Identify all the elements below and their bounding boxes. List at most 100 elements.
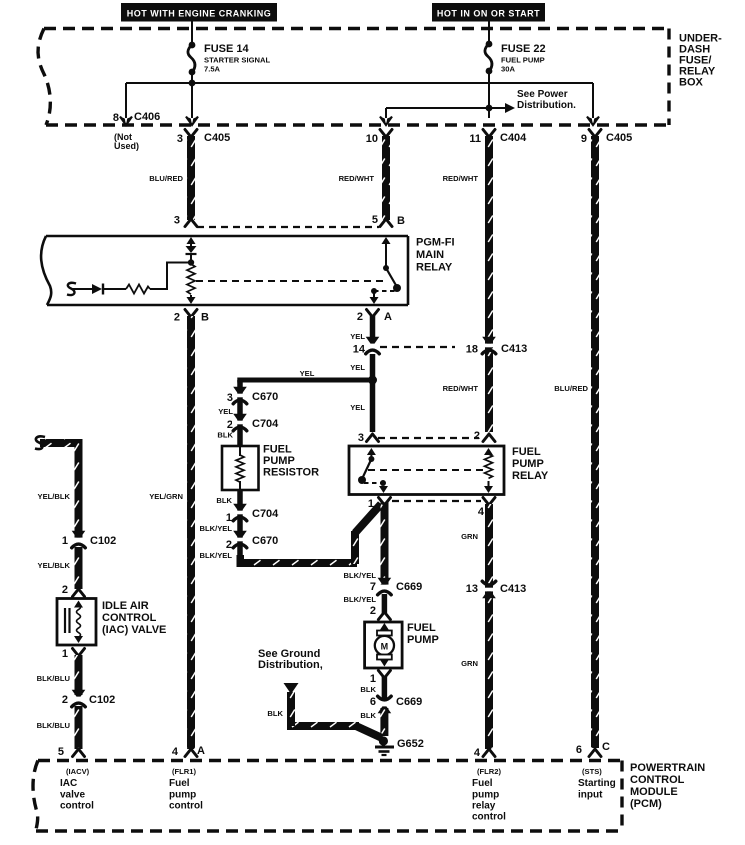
svg-text:(IAC) VALVE: (IAC) VALVE <box>102 624 166 636</box>
svg-text:1: 1 <box>368 498 374 510</box>
svg-text:C670: C670 <box>252 391 278 403</box>
svg-text:STARTER SIGNAL: STARTER SIGNAL <box>204 56 270 65</box>
svg-text:See Power: See Power <box>517 89 568 100</box>
svg-text:G652: G652 <box>397 738 424 750</box>
svg-text:pump: pump <box>472 790 499 801</box>
svg-text:BLK/YEL: BLK/YEL <box>200 551 233 560</box>
svg-text:CONTROL: CONTROL <box>102 612 157 624</box>
svg-text:7.5A: 7.5A <box>204 65 221 74</box>
svg-text:3: 3 <box>177 133 183 145</box>
svg-text:4: 4 <box>474 747 481 759</box>
svg-text:3: 3 <box>174 215 180 227</box>
svg-text:1: 1 <box>62 535 68 547</box>
svg-text:IAC: IAC <box>60 778 77 789</box>
svg-text:DASH: DASH <box>679 44 710 56</box>
svg-text:30A: 30A <box>501 65 515 74</box>
svg-text:(Not: (Not <box>114 132 132 142</box>
svg-text:CONTROL: CONTROL <box>630 774 685 786</box>
svg-text:BLK: BLK <box>360 711 376 720</box>
svg-text:C102: C102 <box>90 535 116 547</box>
svg-text:FUEL: FUEL <box>512 446 541 458</box>
svg-text:2: 2 <box>370 605 376 617</box>
svg-text:BLU/RED: BLU/RED <box>149 174 183 183</box>
svg-text:C404: C404 <box>500 132 527 144</box>
svg-text:YEL/GRN: YEL/GRN <box>149 492 183 501</box>
svg-text:C: C <box>602 741 610 753</box>
svg-text:BLK: BLK <box>216 496 232 505</box>
svg-text:RESISTOR: RESISTOR <box>263 467 319 479</box>
svg-text:Starting: Starting <box>578 778 616 789</box>
svg-text:BLK/YEL: BLK/YEL <box>200 524 233 533</box>
svg-text:YEL/BLK: YEL/BLK <box>38 561 71 570</box>
svg-text:2: 2 <box>357 311 363 323</box>
svg-text:(FLR2): (FLR2) <box>477 767 502 776</box>
svg-text:2: 2 <box>474 430 480 442</box>
svg-text:6: 6 <box>576 744 582 756</box>
svg-text:HOT WITH ENGINE CRANKING: HOT WITH ENGINE CRANKING <box>127 8 272 18</box>
svg-text:1: 1 <box>62 648 68 660</box>
svg-text:1: 1 <box>370 673 376 685</box>
svg-text:YEL: YEL <box>300 369 315 378</box>
svg-text:PUMP: PUMP <box>263 455 295 467</box>
svg-text:FUSE 14: FUSE 14 <box>204 43 250 55</box>
svg-text:C704: C704 <box>252 418 279 430</box>
svg-text:PGM-FI: PGM-FI <box>416 237 455 249</box>
svg-text:3: 3 <box>358 432 364 444</box>
svg-text:BLK/YEL: BLK/YEL <box>344 595 377 604</box>
svg-text:BLU/RED: BLU/RED <box>554 384 588 393</box>
svg-text:FUEL: FUEL <box>263 444 292 456</box>
svg-text:C413: C413 <box>500 583 526 595</box>
svg-text:FUEL: FUEL <box>407 622 436 634</box>
svg-text:6: 6 <box>370 696 376 708</box>
svg-text:5: 5 <box>372 214 378 226</box>
svg-text:input: input <box>578 790 603 801</box>
svg-text:M: M <box>381 642 389 652</box>
svg-text:C413: C413 <box>501 343 527 355</box>
svg-text:BLK: BLK <box>217 431 233 440</box>
svg-text:18: 18 <box>466 344 478 356</box>
svg-text:YEL: YEL <box>350 363 365 372</box>
svg-text:A: A <box>384 311 392 323</box>
svg-text:UNDER-: UNDER- <box>679 33 722 45</box>
svg-text:See Ground: See Ground <box>258 648 320 660</box>
svg-text:HOT IN ON OR START: HOT IN ON OR START <box>437 8 540 18</box>
svg-text:2: 2 <box>227 419 233 431</box>
svg-text:control: control <box>169 801 203 812</box>
svg-text:RELAY: RELAY <box>512 470 549 482</box>
svg-text:Used): Used) <box>114 141 139 151</box>
svg-text:3: 3 <box>227 392 233 404</box>
svg-text:2: 2 <box>226 539 232 551</box>
svg-text:MODULE: MODULE <box>630 786 678 798</box>
svg-text:4: 4 <box>172 746 179 758</box>
svg-text:relay: relay <box>472 801 496 812</box>
svg-text:Fuel: Fuel <box>472 778 493 789</box>
svg-text:YEL/BLK: YEL/BLK <box>38 492 71 501</box>
svg-text:FUEL PUMP: FUEL PUMP <box>501 56 545 65</box>
svg-text:A: A <box>197 745 205 757</box>
svg-text:valve: valve <box>60 790 85 801</box>
svg-text:BLK/BLU: BLK/BLU <box>37 721 71 730</box>
svg-text:FUSE/: FUSE/ <box>679 55 711 67</box>
svg-text:POWERTRAIN: POWERTRAIN <box>630 762 705 774</box>
svg-text:C102: C102 <box>89 694 115 706</box>
svg-text:C669: C669 <box>396 581 422 593</box>
svg-text:BOX: BOX <box>679 77 704 89</box>
svg-text:MAIN: MAIN <box>416 249 444 261</box>
svg-text:5: 5 <box>58 746 64 758</box>
svg-text:YEL: YEL <box>350 403 365 412</box>
svg-text:RELAY: RELAY <box>679 66 716 78</box>
svg-text:YEL: YEL <box>218 407 233 416</box>
svg-text:pump: pump <box>169 790 196 801</box>
svg-text:2: 2 <box>62 584 68 596</box>
svg-text:C405: C405 <box>606 132 632 144</box>
svg-text:GRN: GRN <box>461 532 478 541</box>
svg-text:2: 2 <box>62 694 68 706</box>
svg-text:C704: C704 <box>252 508 279 520</box>
svg-text:C406: C406 <box>134 111 160 123</box>
svg-text:C670: C670 <box>252 535 278 547</box>
svg-text:7: 7 <box>370 581 376 593</box>
svg-text:10: 10 <box>366 133 378 145</box>
svg-text:IDLE AIR: IDLE AIR <box>102 600 149 612</box>
svg-text:RED/WHT: RED/WHT <box>339 174 375 183</box>
svg-text:FUSE 22: FUSE 22 <box>501 43 546 55</box>
